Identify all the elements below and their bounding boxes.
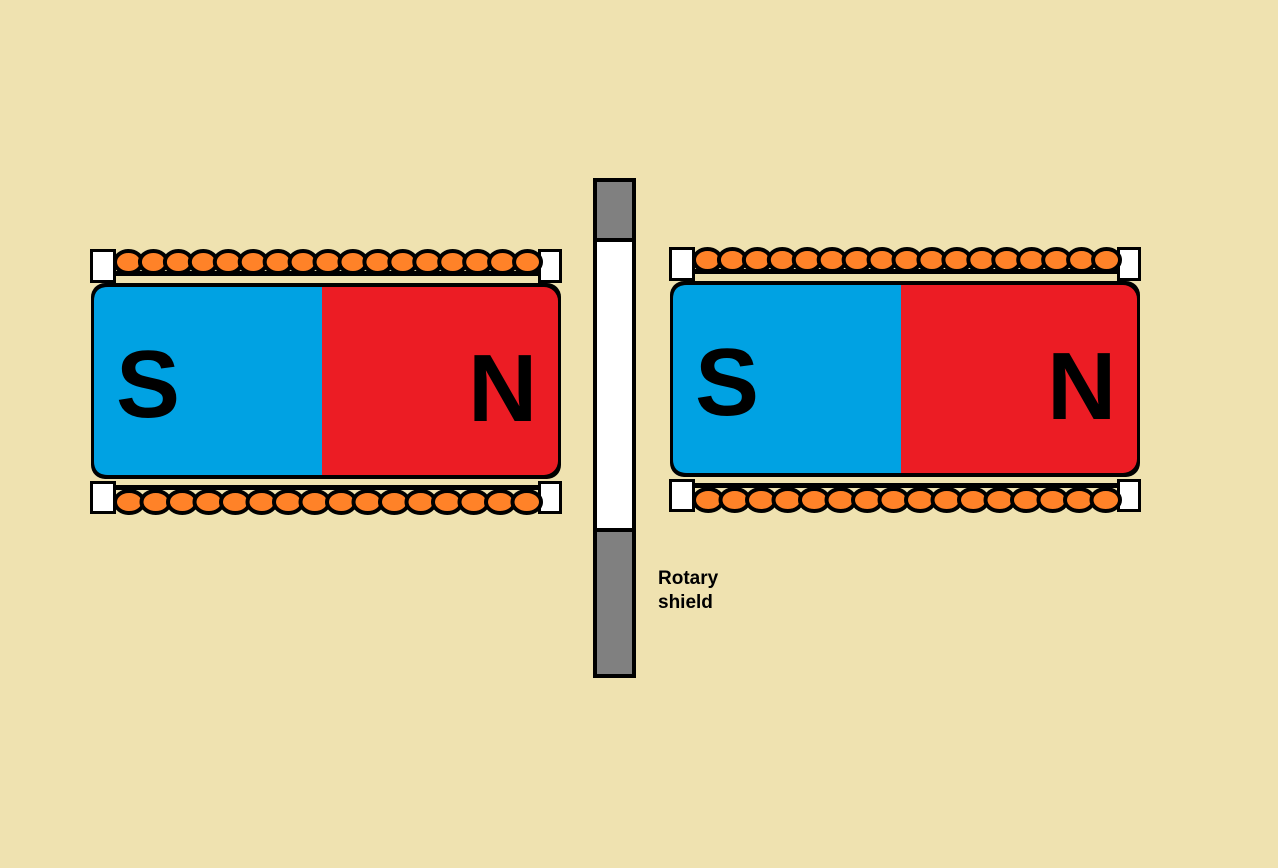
coil-end-block — [1117, 247, 1141, 281]
coil-turn-bottom — [930, 487, 963, 513]
coil-turn-bottom — [139, 489, 172, 515]
coil-turn-top — [387, 249, 419, 275]
coil-turn-top — [841, 247, 873, 273]
coil-turn-top — [692, 247, 723, 273]
coil-turn-bottom — [851, 487, 884, 513]
coil-end-block — [90, 249, 116, 283]
coil-end-block — [538, 481, 562, 514]
coil-turn-bottom — [718, 487, 751, 513]
coil-turn-top — [1016, 247, 1048, 273]
coil-end-block — [669, 479, 695, 512]
coil-turn-bottom — [1063, 487, 1096, 513]
coil-turn-top — [112, 249, 144, 275]
coil-turn-top — [941, 247, 973, 273]
coil-turn-bottom — [431, 489, 464, 515]
coil-end-block — [538, 249, 562, 283]
coil-turn-top — [162, 249, 194, 275]
coil-turn-bottom — [692, 487, 725, 513]
coil-turn-top — [791, 247, 823, 273]
south-pole-region — [673, 285, 901, 473]
coil-turn-bottom — [113, 489, 146, 515]
coil-turn-top — [462, 249, 494, 275]
coil-turn-bottom — [798, 487, 831, 513]
rotary-shield-label: Rotary shield — [658, 567, 718, 615]
south-pole-label: S — [116, 331, 180, 438]
label-line-2: shield — [658, 592, 713, 613]
coil-turn-bottom — [904, 487, 937, 513]
coil-turn-bottom — [298, 489, 331, 515]
coil-turn-top — [991, 247, 1023, 273]
coil-turn-top — [187, 249, 219, 275]
coil-turn-top — [966, 247, 998, 273]
coil-end-block — [1117, 479, 1141, 512]
coil-turn-bottom — [378, 489, 411, 515]
coil-turn-bottom — [824, 487, 857, 513]
coil-turn-top — [237, 249, 269, 275]
shield-window — [597, 242, 632, 528]
coil-turn-top — [716, 247, 748, 273]
coil-turn-bottom — [510, 489, 543, 515]
coil-turn-bottom — [745, 487, 778, 513]
coil-turn-top — [891, 247, 923, 273]
coil-turn-bottom — [245, 489, 278, 515]
coil-turn-top — [1091, 247, 1123, 273]
coil-turn-top — [262, 249, 294, 275]
coil-turn-bottom — [404, 489, 437, 515]
coil-turn-bottom — [219, 489, 252, 515]
coil-turn-bottom — [957, 487, 990, 513]
coil-turn-top — [1066, 247, 1098, 273]
coil-base-line-bottom — [693, 483, 1119, 488]
coil-turn-bottom — [877, 487, 910, 513]
coil-turn-bottom — [457, 489, 490, 515]
coil-turn-bottom — [1036, 487, 1069, 513]
label-line-1: Rotary — [658, 568, 719, 589]
coil-turn-top — [312, 249, 344, 275]
coil-turn-top — [866, 247, 898, 273]
coil-turn-bottom — [1010, 487, 1043, 513]
shield-gray-bottom — [597, 532, 632, 674]
coil-turn-top — [212, 249, 244, 275]
coil-turn-top — [362, 249, 394, 275]
coil-turn-top — [487, 249, 519, 275]
coil-turn-top — [412, 249, 444, 275]
coil-turn-top — [1041, 247, 1073, 273]
coil-end-block — [90, 481, 116, 514]
coil-turn-bottom — [166, 489, 199, 515]
coil-turn-top — [916, 247, 948, 273]
north-pole-label: N — [468, 335, 537, 442]
coil-turn-bottom — [192, 489, 225, 515]
coil-turn-top — [816, 247, 848, 273]
coil-turn-top — [766, 247, 798, 273]
coil-turn-bottom — [484, 489, 517, 515]
rotary-shield — [593, 178, 636, 678]
coil-turn-bottom — [325, 489, 358, 515]
coil-turn-top — [512, 249, 544, 275]
coil-turn-top — [741, 247, 773, 273]
coil-turn-top — [287, 249, 319, 275]
coil-turn-bottom — [272, 489, 305, 515]
coil-turn-top — [337, 249, 369, 275]
coil-turn-bottom — [1089, 487, 1122, 513]
shield-gray-top — [597, 182, 632, 238]
coil-turn-bottom — [351, 489, 384, 515]
south-pole-label: S — [695, 329, 759, 436]
coil-turn-top — [137, 249, 169, 275]
coil-turn-bottom — [771, 487, 804, 513]
coil-base-line-bottom — [114, 485, 540, 490]
south-pole-region — [94, 287, 322, 475]
north-pole-label: N — [1047, 333, 1116, 440]
coil-turn-top — [437, 249, 469, 275]
coil-end-block — [669, 247, 695, 281]
coil-turn-bottom — [983, 487, 1016, 513]
